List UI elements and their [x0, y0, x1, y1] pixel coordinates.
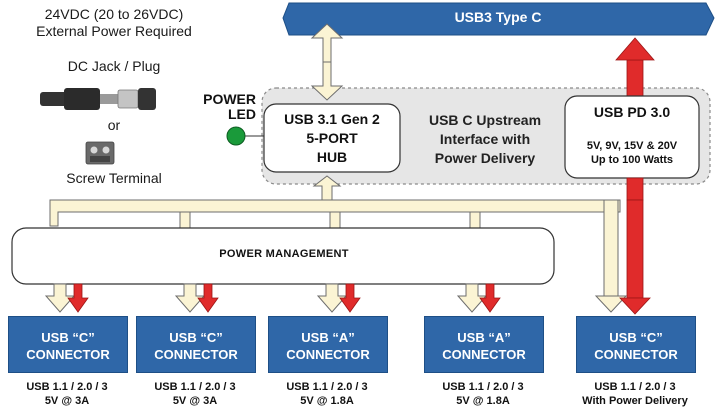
upstream-line1: USB C Upstream [428, 112, 542, 128]
connector-box-4: USB “A” CONNECTOR [424, 316, 544, 373]
connector-5-spec-usb: USB 1.1 / 2.0 / 3 [594, 381, 676, 393]
connector-box-2: USB “C” CONNECTOR [136, 316, 256, 373]
connector-5-label: CONNECTOR [594, 347, 678, 362]
upstream-line2: Interface with [439, 131, 531, 147]
hub-box [263, 103, 401, 173]
data-feed-arrow-4 [456, 283, 488, 313]
connector-3-spec-power: 5V @ 1.8A [300, 395, 354, 407]
connector-2-label: CONNECTOR [154, 347, 238, 362]
connector-5-type: USB “C” [609, 330, 663, 345]
data-bus [49, 175, 628, 313]
data-feed-arrow-3 [316, 283, 348, 313]
hub-label: USB 3.1 Gen 2 5-PORT HUB [264, 110, 400, 167]
connector-box-3: USB “A” CONNECTOR [268, 316, 388, 373]
pd-red-down [626, 177, 644, 201]
connector-5-spec-power: With Power Delivery [582, 395, 688, 407]
connector-1-type: USB “C” [41, 330, 95, 345]
power-feed-arrow-2 [197, 283, 219, 313]
upstream-data-arrow [310, 23, 344, 101]
connector-feed-arrows [44, 283, 501, 313]
power-led-label-line2: LED [228, 106, 256, 122]
connector-box-1: USB “C” CONNECTOR [8, 316, 128, 373]
connector-4-type: USB “A” [457, 330, 511, 345]
connector-3-type: USB “A” [301, 330, 355, 345]
pd-red-arrowhead [619, 297, 651, 315]
power-feed-arrow-1 [67, 283, 89, 313]
connector-4-spec: USB 1.1 / 2.0 / 3 5V @ 1.8A [418, 380, 548, 408]
power-delivery-arrow-up [615, 37, 655, 97]
hub-label-line1: USB 3.1 Gen 2 [284, 111, 380, 127]
usb-pd-title: USB PD 3.0 [593, 104, 671, 120]
upstream-line3: Power Delivery [434, 150, 536, 166]
screw-terminal-label: Screw Terminal [66, 170, 162, 186]
usb-pd-voltages: 5V, 9V, 15V & 20V [586, 140, 678, 152]
or-label: or [107, 117, 121, 133]
connector-2-spec: USB 1.1 / 2.0 / 3 5V @ 3A [130, 380, 260, 408]
external-power-required-label: External Power Required [36, 23, 192, 39]
data-feed-arrow-1 [44, 283, 76, 313]
usb-pd-wattage: Up to 100 Watts [590, 154, 674, 166]
power-led-label-line1: POWER [203, 91, 256, 107]
hub-label-line2: 5-PORT [306, 130, 358, 146]
connector-1-spec-usb: USB 1.1 / 2.0 / 3 [26, 381, 108, 393]
connector-4-spec-power: 5V @ 1.8A [456, 395, 510, 407]
connector-2-spec-power: 5V @ 3A [172, 395, 218, 407]
connector-3-label: CONNECTOR [286, 347, 370, 362]
power-management-box [11, 227, 555, 285]
power-led-icon [226, 126, 246, 146]
data-feed-arrow-2 [174, 283, 206, 313]
connector-3-spec: USB 1.1 / 2.0 / 3 5V @ 1.8A [262, 380, 392, 408]
hub-label-line3: HUB [316, 149, 348, 165]
connector-2-type: USB “C” [169, 330, 223, 345]
upstream-label: USB C Upstream Interface with Power Deli… [410, 111, 560, 168]
external-voltage-label: 24VDC (20 to 26VDC) [44, 6, 184, 22]
screw-terminal-icon [85, 141, 115, 165]
connector-1-spec-power: 5V @ 3A [44, 395, 90, 407]
connector-1-label: CONNECTOR [26, 347, 110, 362]
connector-2-spec-usb: USB 1.1 / 2.0 / 3 [154, 381, 236, 393]
pd-red-vertical [626, 199, 644, 299]
power-feed-arrow-3 [339, 283, 361, 313]
usb3-type-c-label: USB3 Type C [454, 9, 542, 25]
connector-4-label: CONNECTOR [442, 347, 526, 362]
connector-1-spec: USB 1.1 / 2.0 / 3 5V @ 3A [2, 380, 132, 408]
connector-3-spec-usb: USB 1.1 / 2.0 / 3 [286, 381, 368, 393]
power-management-label: POWER MANAGEMENT [219, 248, 349, 260]
power-feed-arrow-4 [479, 283, 501, 313]
connector-5-spec: USB 1.1 / 2.0 / 3 With Power Delivery [570, 380, 700, 408]
connector-4-spec-usb: USB 1.1 / 2.0 / 3 [442, 381, 524, 393]
usb3-type-c-banner [282, 2, 715, 36]
dc-jack-plug-icon [40, 88, 156, 110]
dc-jack-label: DC Jack / Plug [67, 58, 161, 74]
connector-box-5: USB “C” CONNECTOR [576, 316, 696, 373]
